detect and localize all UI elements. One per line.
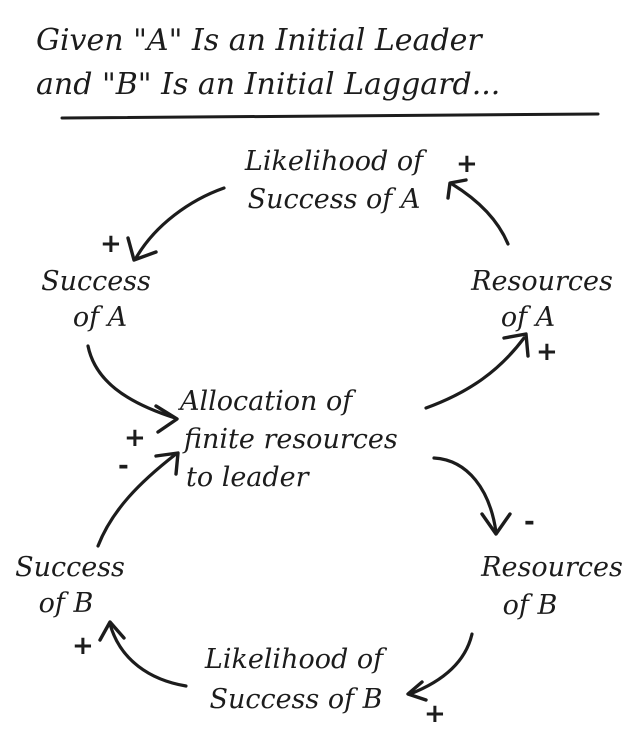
arrow-resources-b-to-likelihood-b: + bbox=[406, 632, 474, 729]
node-likelihood-a-line-1: Likelihood of bbox=[244, 146, 427, 177]
node-resources-a: Resources of A bbox=[470, 266, 613, 333]
title-line-2: and "B" Is an Initial Laggard... bbox=[36, 67, 500, 102]
polarity-resources-a-to-likelihood-a: + bbox=[456, 149, 478, 179]
node-success-b: Success of B bbox=[15, 552, 125, 619]
arrow-allocation-to-resources-a: + bbox=[424, 332, 558, 410]
node-allocation: Allocation of finite resources to leader bbox=[177, 386, 398, 493]
polarity-resources-b-to-likelihood-b: + bbox=[424, 699, 446, 729]
node-likelihood-b-line-1: Likelihood of bbox=[204, 644, 387, 675]
node-success-a: Success of A bbox=[41, 266, 151, 333]
node-allocation-line-1: Allocation of bbox=[177, 386, 356, 417]
polarity-success-b-to-allocation: - bbox=[118, 451, 129, 481]
node-allocation-line-2: finite resources bbox=[182, 424, 398, 455]
polarity-allocation-to-resources-b: - bbox=[524, 507, 535, 537]
node-likelihood-b-line-2: Success of B bbox=[209, 684, 382, 715]
node-resources-a-line-2: of A bbox=[501, 302, 555, 333]
title-underline bbox=[60, 112, 600, 120]
polarity-allocation-to-resources-a: + bbox=[536, 337, 558, 367]
polarity-success-a-to-allocation: + bbox=[124, 423, 146, 453]
arrow-likelihood-b-to-success-b: + bbox=[72, 620, 188, 688]
node-allocation-line-3: to leader bbox=[186, 462, 311, 493]
polarity-likelihood-a-to-success-a: + bbox=[100, 229, 122, 259]
node-success-b-line-1: Success bbox=[15, 552, 125, 583]
arrow-success-a-to-allocation bbox=[86, 344, 179, 434]
polarity-likelihood-b-to-success-b: + bbox=[72, 631, 94, 661]
node-resources-b-line-1: Resources bbox=[480, 552, 623, 583]
node-likelihood-a: Likelihood of Success of A bbox=[244, 146, 427, 215]
arrow-allocation-to-resources-b: - bbox=[432, 456, 535, 537]
node-likelihood-b: Likelihood of Success of B bbox=[204, 644, 387, 715]
node-resources-b-line-2: of B bbox=[503, 590, 558, 621]
node-likelihood-a-line-2: Success of A bbox=[248, 184, 421, 215]
node-success-b-line-2: of B bbox=[39, 588, 94, 619]
node-resources-a-line-1: Resources bbox=[470, 266, 613, 297]
arrow-resources-a-to-likelihood-a: + bbox=[446, 149, 510, 246]
arrow-likelihood-a-to-success-a: + bbox=[100, 186, 226, 262]
node-resources-b: Resources of B bbox=[480, 552, 623, 621]
node-success-a-line-1: Success bbox=[41, 266, 151, 297]
arrow-success-b-to-allocation: + - bbox=[96, 423, 180, 548]
node-success-a-line-2: of A bbox=[73, 302, 127, 333]
title-line-1: Given "A" Is an Initial Leader bbox=[36, 23, 483, 58]
